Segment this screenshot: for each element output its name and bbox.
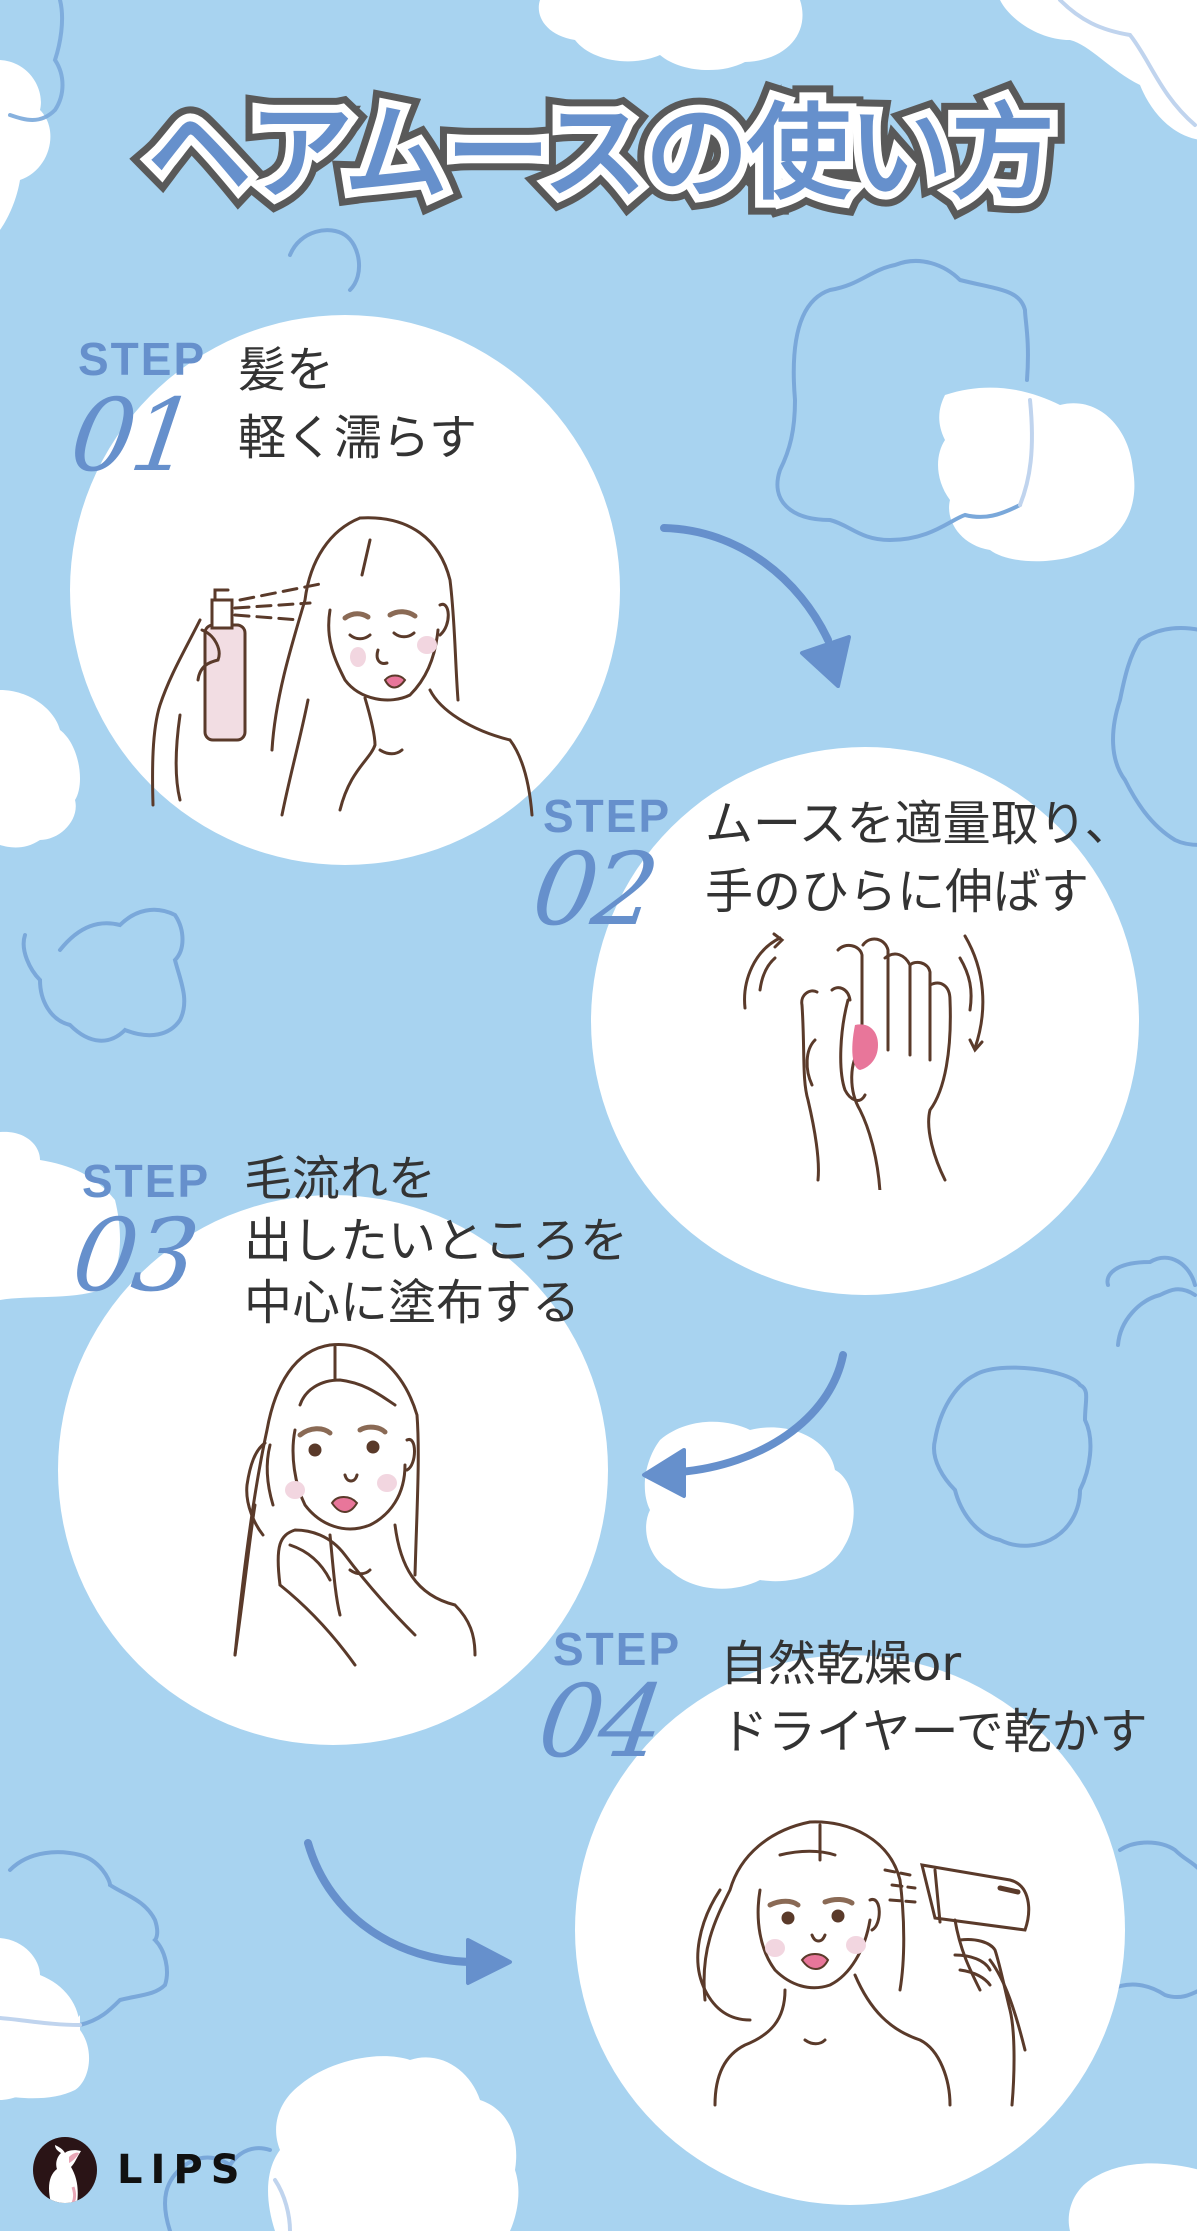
- step-03-line-1: 毛流れを: [244, 1151, 437, 1207]
- right-edge-strip: [1197, 0, 1200, 2231]
- woman-blow-drying-illustration: [696, 1820, 1031, 2107]
- deer-logo-icon: [33, 2137, 97, 2203]
- brand-name: LIPS: [117, 2147, 248, 2193]
- step-03-instruction: 毛流れを 出したいところを 中心に塗布する: [244, 1148, 628, 1334]
- page-title: ヘアムースの使い方 ヘアムースの使い方 ヘアムースの使い方: [0, 77, 1200, 229]
- title-text: ヘアムースの使い方: [147, 92, 1055, 214]
- step-02-line-1: ムースを適量取り、: [705, 796, 1133, 852]
- hands-rubbing-mousse-illustration: [743, 932, 985, 1190]
- step-02-label: STEP: [543, 790, 672, 842]
- step-04-instruction: 自然乾燥or ドライヤーで乾かす: [720, 1630, 1148, 1766]
- title-inner-outline: ヘアムースの使い方: [139, 84, 1063, 222]
- step-03-line-3: 中心に塗布する: [244, 1275, 581, 1331]
- lips-logo: LIPS: [33, 2137, 248, 2203]
- step-01-line-2: 軽く濡らす: [238, 410, 478, 466]
- step-04-number: 04: [531, 1663, 668, 1780]
- woman-applying-to-hair-illustration: [233, 1343, 477, 1667]
- woman-spraying-hair-illustration: [151, 516, 534, 817]
- step-02-circle: [591, 747, 1139, 1295]
- step-04-line-2: ドライヤーで乾かす: [720, 1704, 1148, 1760]
- curved-arrow-left-down-icon: [642, 1351, 847, 1498]
- step-04-line-1: 自然乾燥or: [720, 1636, 962, 1692]
- step-03-line-2: 出したいところを: [244, 1213, 629, 1269]
- curved-arrow-right-down-icon: [304, 1839, 512, 1985]
- step-03-label: STEP: [82, 1155, 211, 1207]
- step-01-instruction: 髪を 軽く濡らす: [238, 336, 477, 472]
- step-03-number: 03: [65, 1197, 202, 1314]
- title-outline: ヘアムースの使い方: [132, 77, 1070, 229]
- step-01-line-1: 髪を: [238, 342, 335, 398]
- step-01-label: STEP: [78, 333, 207, 385]
- step-02-line-2: 手のひらに伸ばす: [705, 864, 1090, 920]
- step-02-instruction: ムースを適量取り、 手のひらに伸ばす: [705, 790, 1133, 926]
- step-01-circle: [70, 315, 620, 865]
- step-03-circle: [58, 1195, 608, 1745]
- step-02-number: 02: [525, 831, 662, 948]
- step-01-number: 01: [63, 377, 200, 494]
- curved-arrow-right-down-icon: [660, 524, 851, 688]
- step-04-circle: [575, 1655, 1125, 2205]
- step-04-label: STEP: [553, 1623, 682, 1675]
